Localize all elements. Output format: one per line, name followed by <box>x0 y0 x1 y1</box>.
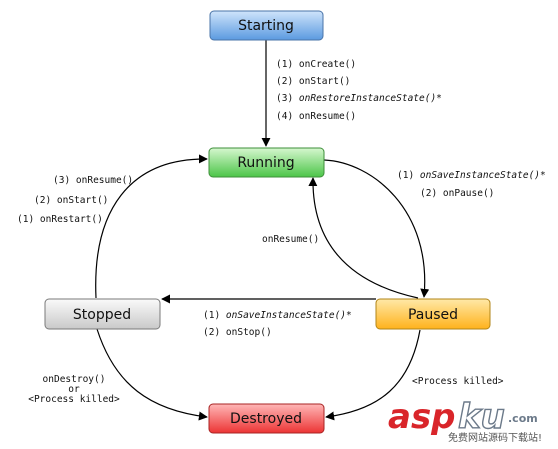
label-start-2: (2) onStart() <box>276 76 350 87</box>
label-stop-2: (2) onStop() <box>203 327 272 338</box>
edge-paused-to-running <box>308 177 419 299</box>
watermark-brand-c: .com <box>508 412 538 425</box>
edge-paused-to-destroyed <box>325 329 421 421</box>
edge-stopped-to-running <box>95 154 208 299</box>
label-restart-3: (3) onResume() <box>53 175 133 186</box>
label-destroy-2: or <box>68 384 80 395</box>
edge-running-to-paused <box>323 159 430 298</box>
watermark-brand-a: asp <box>388 397 456 437</box>
state-stopped-label: Stopped <box>73 307 131 323</box>
watermark-tagline: 免费网站源码下载站! <box>448 431 542 444</box>
state-destroyed: Destroyed <box>208 403 325 434</box>
label-restart-1: (1) onRestart() <box>17 214 103 225</box>
label-start-3: (3) onRestoreInstanceState()* <box>276 93 442 104</box>
label-pause-2: (2) onPause() <box>420 188 494 199</box>
state-paused: Paused <box>375 298 491 330</box>
label-destroy-3: <Process killed> <box>28 394 120 405</box>
label-resume: onResume() <box>262 234 319 245</box>
edge-stopped-to-destroyed <box>96 328 208 421</box>
watermark-logo: asp ku .com 免费网站源码下载站! <box>388 396 542 444</box>
state-starting: Starting <box>209 10 324 41</box>
state-running: Running <box>208 147 325 178</box>
state-stopped: Stopped <box>44 298 161 330</box>
label-stop-1: (1) onSaveInstanceState()* <box>203 310 352 321</box>
label-killed: <Process killed> <box>412 376 504 387</box>
watermark-brand-b: ku <box>458 397 505 437</box>
label-start-1: (1) onCreate() <box>276 59 356 70</box>
label-restart-2: (2) onStart() <box>34 195 108 206</box>
state-paused-label: Paused <box>408 307 458 323</box>
state-starting-label: Starting <box>238 18 294 34</box>
label-start-4: (4) onResume() <box>276 111 356 122</box>
state-destroyed-label: Destroyed <box>230 411 302 427</box>
label-pause-1: (1) onSaveInstanceState()* <box>397 170 546 181</box>
state-running-label: Running <box>237 155 294 171</box>
label-destroy-1: onDestroy() <box>43 374 106 385</box>
